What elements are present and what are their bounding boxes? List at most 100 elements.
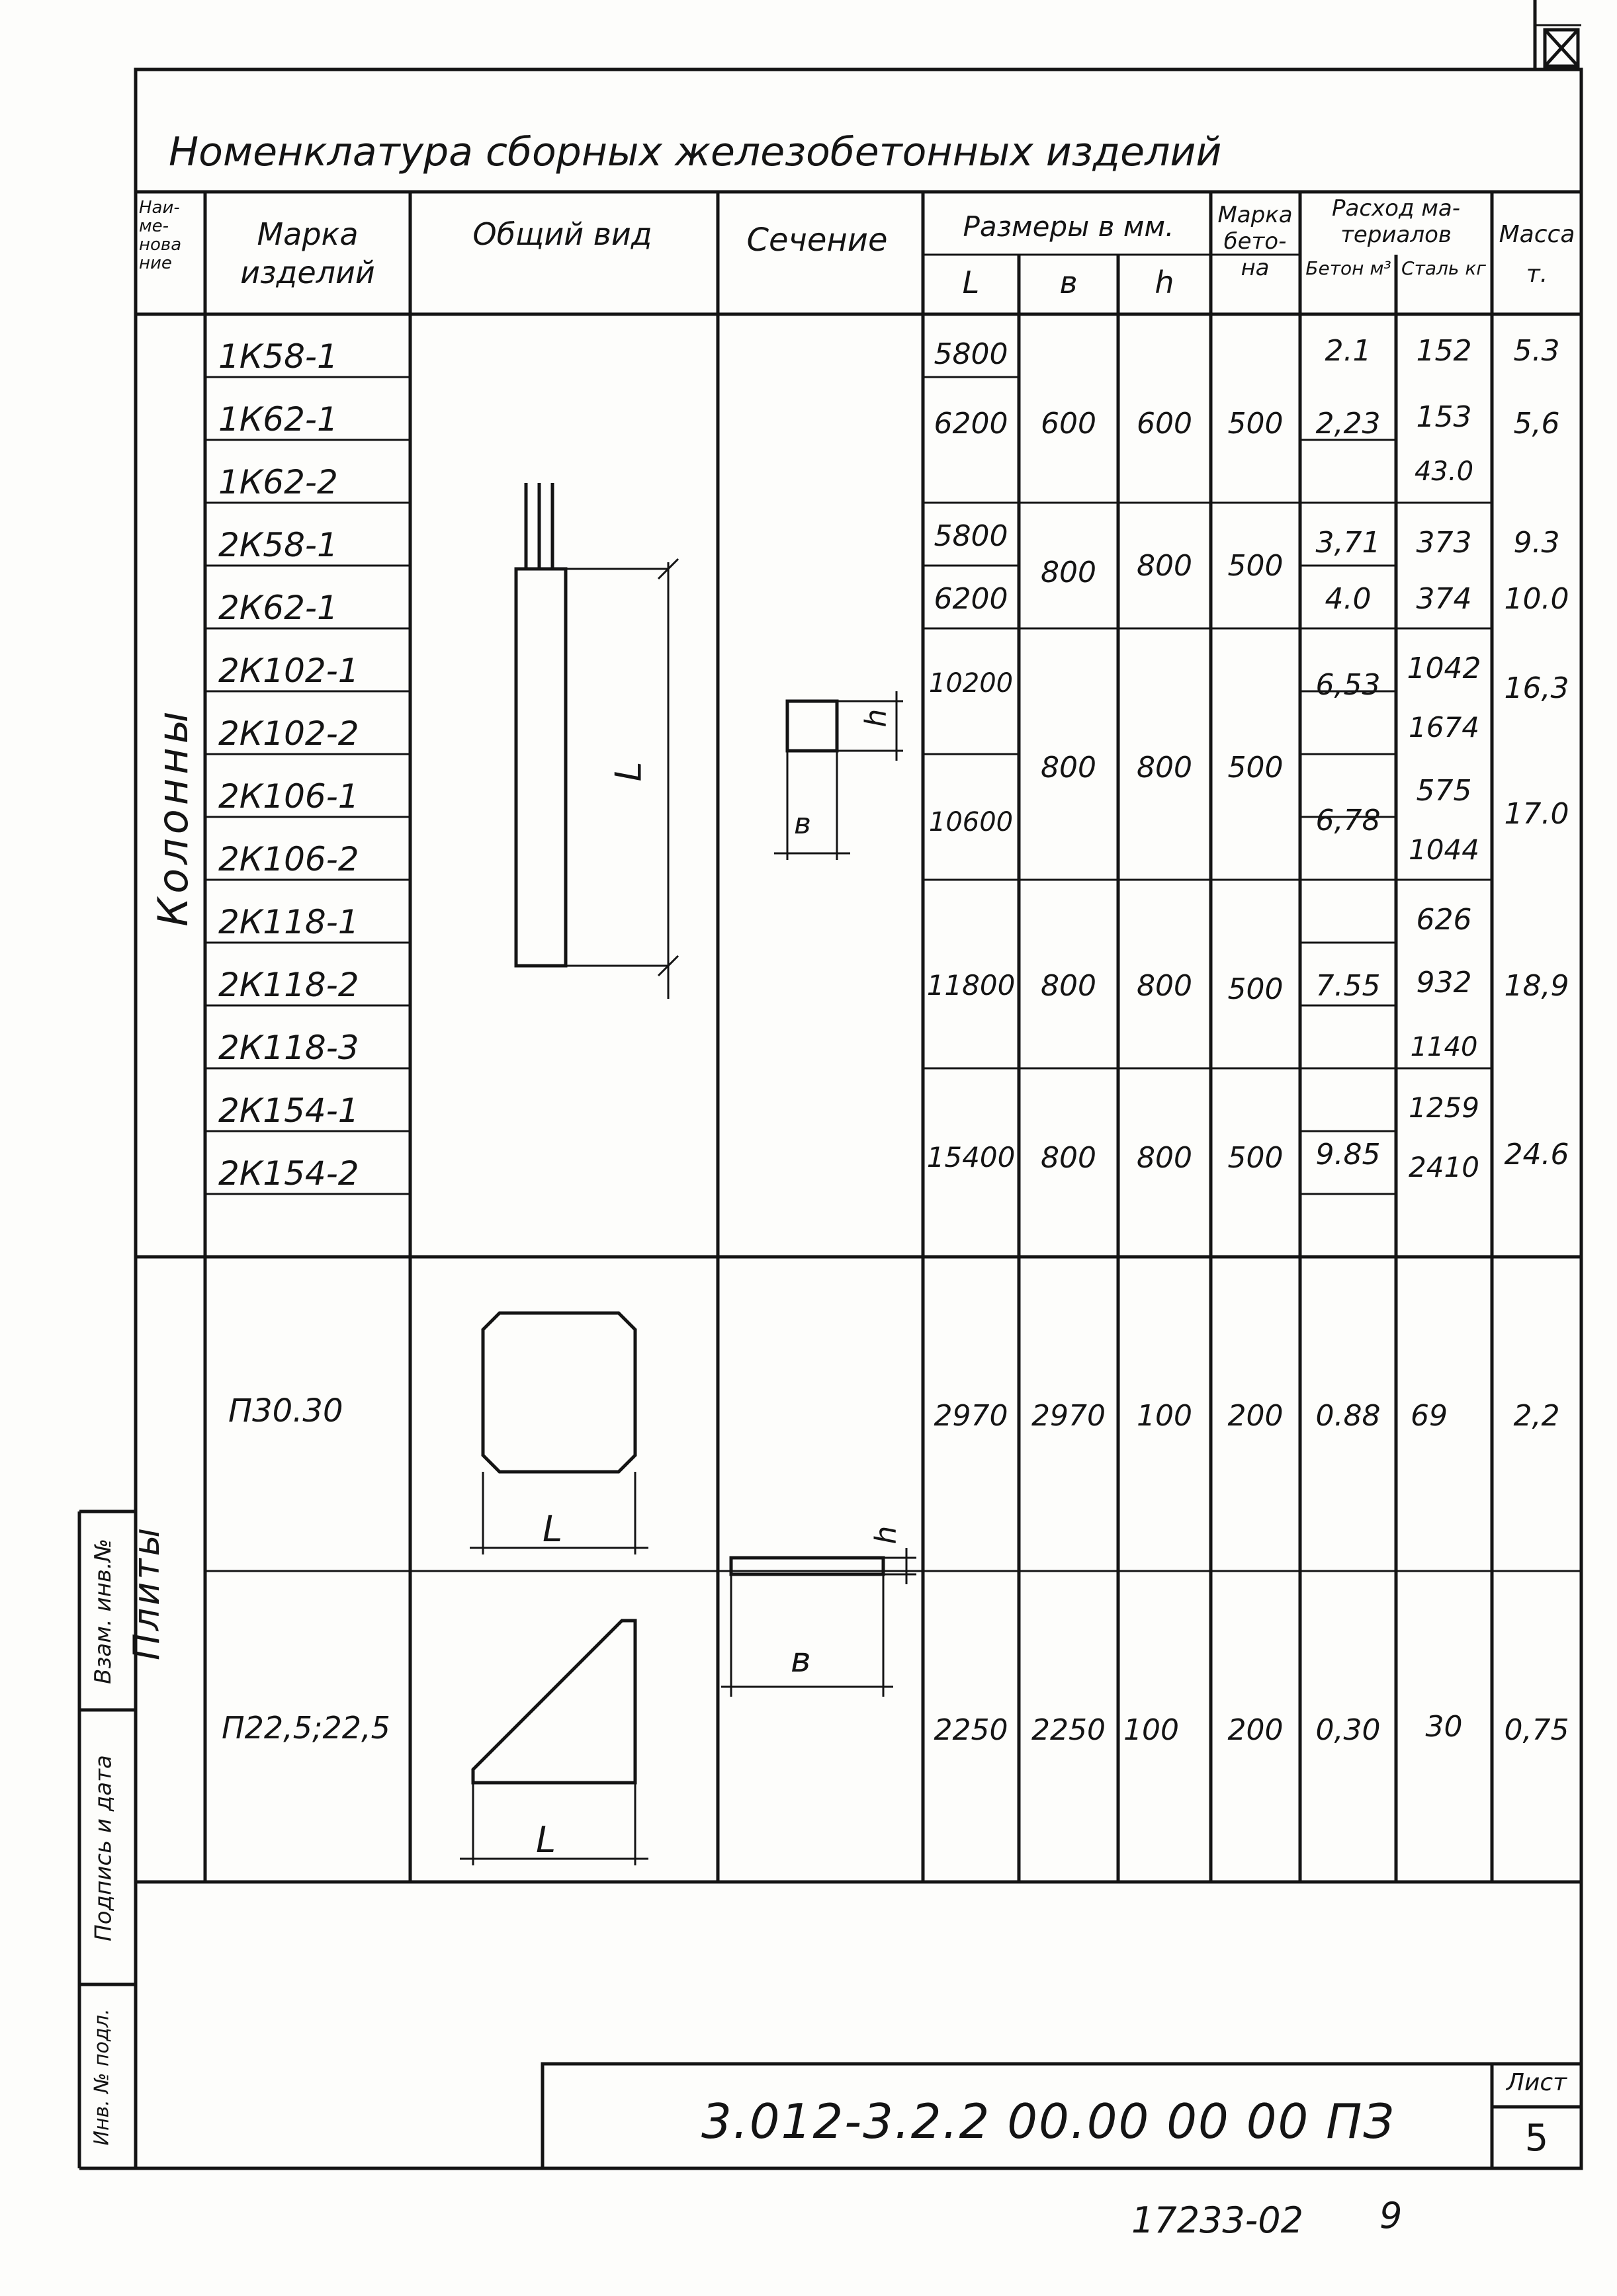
plate-concrete: 200 <box>1227 1399 1284 1433</box>
g5-steel2: 2410 <box>1409 1151 1479 1183</box>
label-L-plate1: L <box>543 1508 563 1550</box>
header-dim-h: h <box>1155 265 1174 300</box>
header-dim-b: в <box>1059 265 1078 300</box>
plate-steel: 69 <box>1411 1399 1448 1433</box>
plate-mass: 2,2 <box>1513 1399 1560 1433</box>
g1-b: 600 <box>1041 407 1096 441</box>
g2-steel2: 374 <box>1416 582 1472 616</box>
g2-h: 800 <box>1137 549 1192 583</box>
mark-item: 2К118-1 <box>218 903 359 941</box>
plate-beton: 0,30 <box>1315 1713 1381 1747</box>
plate-square-view <box>470 1311 648 1554</box>
g2-mark: 500 <box>1227 549 1284 583</box>
g2-mass1: 9.3 <box>1513 526 1560 560</box>
g4-steel2: 932 <box>1416 966 1472 999</box>
plate-mass: 0,75 <box>1504 1713 1569 1747</box>
header-dims: Размеры в мм. <box>963 210 1174 243</box>
g2-L2: 6200 <box>934 582 1008 616</box>
column-section <box>774 691 903 860</box>
label-L-plate2: L <box>536 1819 556 1861</box>
plate-section <box>721 1548 916 1697</box>
mark-item: 2К106-1 <box>218 777 359 816</box>
g5-steel1: 1259 <box>1409 1091 1479 1124</box>
side-stamp-inv: Инв. № подл. <box>90 2008 114 2146</box>
g3-steel1: 1042 <box>1407 652 1481 685</box>
side-stamp-replace: Взам. инв.№ <box>90 1538 116 1685</box>
label-L-column: L <box>607 761 650 782</box>
plate-steel: 30 <box>1425 1710 1463 1744</box>
plate-h: 100 <box>1137 1399 1192 1433</box>
side-stamp-signature: Подпись и дата <box>90 1755 117 1941</box>
header-beton: Бетон м³ <box>1305 257 1391 279</box>
header-mark: Марка изделий <box>240 216 375 290</box>
g3-L2: 10600 <box>928 807 1014 837</box>
g5-h: 800 <box>1137 1141 1192 1175</box>
plate-triangle-view <box>460 1619 648 1865</box>
g3-steel4: 1044 <box>1409 833 1479 866</box>
g2-steel1: 373 <box>1416 526 1472 560</box>
g5-mark: 500 <box>1227 1141 1284 1175</box>
g5-L1: 15400 <box>926 1141 1016 1173</box>
g1-steel2: 153 <box>1416 400 1472 434</box>
plate-beton: 0.88 <box>1315 1399 1381 1433</box>
g3-mass1: 16,3 <box>1504 671 1569 705</box>
g3-steel2: 1674 <box>1409 711 1479 744</box>
g2-L1: 5800 <box>934 519 1008 553</box>
mark-item: 1К58-1 <box>218 337 338 376</box>
group-plates: Плиты <box>126 1525 167 1660</box>
g1-beton1: 2.1 <box>1325 334 1372 368</box>
g1-mass1: 5.3 <box>1513 334 1560 368</box>
g4-h: 800 <box>1137 969 1192 1003</box>
g1-beton2: 2,23 <box>1315 407 1381 441</box>
header-name: Наи-ме-нова ние <box>139 198 182 273</box>
mark-item: 2К106-2 <box>218 840 359 878</box>
mark-item: 2К154-1 <box>218 1091 359 1130</box>
g3-beton2: 6,78 <box>1315 804 1381 837</box>
plate-mark: П30.30 <box>228 1392 343 1429</box>
plate-mark: П22,5;22,5 <box>222 1710 390 1746</box>
g4-mass1: 18,9 <box>1504 969 1569 1003</box>
corner-mark-icon <box>1543 28 1580 68</box>
document-code: 3.012-3.2.2 00.00 00 00 ПЗ <box>701 2094 1395 2149</box>
column-general-view <box>514 483 679 999</box>
mark-item: 1К62-1 <box>218 400 338 439</box>
g1-h: 600 <box>1137 407 1192 441</box>
plate-b: 2970 <box>1031 1399 1106 1433</box>
g3-b: 800 <box>1041 751 1096 785</box>
g2-beton2: 4.0 <box>1325 582 1372 616</box>
g1-L2: 6200 <box>934 407 1008 441</box>
mark-item: 2К154-2 <box>218 1154 359 1193</box>
g5-beton1: 9.85 <box>1315 1138 1381 1171</box>
g3-steel3: 575 <box>1416 774 1472 808</box>
header-materials: Расход ма-териалов <box>1331 195 1461 248</box>
g5-b: 800 <box>1041 1141 1096 1175</box>
footer-page: 9 <box>1379 2195 1403 2236</box>
mark-item: 1К62-2 <box>218 463 338 501</box>
group-columns: Колонны <box>149 707 197 927</box>
sheet-label: Лист <box>1506 2069 1567 2096</box>
g4-beton1: 7.55 <box>1315 969 1381 1003</box>
label-b-column-section: в <box>794 807 811 841</box>
label-b-plate-section: в <box>791 1640 811 1680</box>
g1-steel1: 152 <box>1416 334 1472 368</box>
g4-steel3: 1140 <box>1410 1032 1478 1062</box>
g4-L1: 11800 <box>926 969 1016 1001</box>
mark-item: 2К118-2 <box>218 966 359 1004</box>
g3-mass2: 17.0 <box>1504 797 1569 831</box>
header-view: Общий вид <box>472 216 652 252</box>
g1-mark: 500 <box>1227 407 1284 441</box>
g2-beton1: 3,71 <box>1315 526 1381 560</box>
header-concrete-mark: Марка бето-на <box>1217 202 1293 281</box>
header-dim-l: L <box>962 265 980 300</box>
label-h-column-section: h <box>859 708 893 728</box>
g4-b: 800 <box>1041 969 1096 1003</box>
header-mass: Масса т. <box>1499 221 1575 288</box>
g2-mass2: 10.0 <box>1504 582 1569 616</box>
g4-steel1: 626 <box>1416 903 1472 937</box>
mark-item: 2К58-1 <box>218 526 338 564</box>
g3-L1: 10200 <box>928 668 1014 699</box>
mark-item: 2К102-2 <box>218 714 359 753</box>
plate-L: 2250 <box>934 1713 1008 1747</box>
g3-h: 800 <box>1137 751 1192 785</box>
